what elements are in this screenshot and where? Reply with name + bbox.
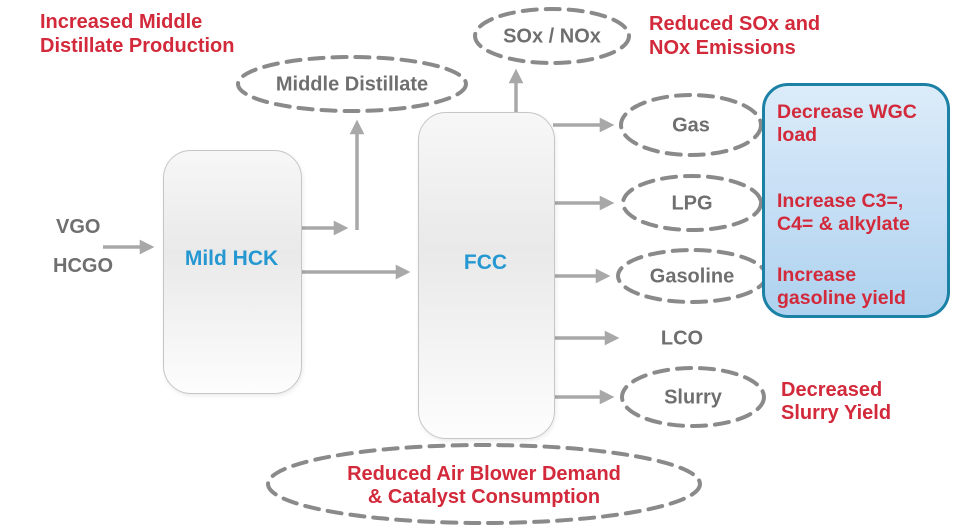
gas-ellipse — [619, 93, 763, 157]
benefit-line: gasoline yield — [777, 287, 906, 309]
fcc-label: FCC — [463, 251, 508, 274]
decreased-slurry-note: Decreased Slurry Yield — [781, 379, 891, 425]
gasoline-label: Gasoline — [649, 265, 735, 288]
increased-middle-distillate-note: Increased Middle Distillate Production — [40, 10, 234, 58]
reduced-sox-nox-note: Reduced SOx and NOx Emissions — [649, 12, 820, 60]
slurry-ellipse — [620, 366, 766, 428]
mild-hck-unit-box — [163, 150, 302, 394]
benefit-gasoline-yield: Increase gasoline yield — [777, 264, 949, 310]
reduced-air-blower-note: Reduced Air Blower Demand & Catalyst Con… — [347, 463, 621, 509]
middle-distillate-ellipse — [236, 55, 468, 113]
slurry-label: Slurry — [664, 386, 722, 409]
note-line: Distillate Production — [40, 35, 235, 57]
benefit-wgc: Decrease WGC load — [777, 101, 949, 147]
middle-distillate-label: Middle Distillate — [275, 73, 429, 96]
note-line: NOx Emissions — [649, 37, 796, 59]
benefits-panel: Decrease WGC load Increase C3=, C4= & al… — [762, 83, 950, 318]
vgo-feed-label: VGO — [56, 216, 101, 238]
note-line: Slurry Yield — [781, 402, 892, 424]
benefit-line: load — [777, 124, 818, 146]
lpg-label: LPG — [671, 192, 713, 215]
benefit-line: Increase — [777, 264, 857, 286]
sox-nox-label: SOx / NOx — [503, 25, 601, 48]
note-line: Increased Middle — [40, 11, 203, 33]
benefit-line: Decrease WGC — [777, 101, 917, 123]
gas-label: Gas — [672, 114, 710, 137]
mild-hck-label: Mild HCK — [184, 247, 279, 270]
air-blower-ellipse — [266, 443, 702, 525]
note-line: Reduced Air Blower Demand — [347, 463, 621, 485]
lpg-ellipse — [621, 174, 763, 232]
note-line: Decreased — [781, 379, 883, 401]
benefit-line: Increase C3=, — [777, 190, 904, 212]
sox-nox-ellipse — [473, 7, 631, 65]
hcgo-feed-label: HCGO — [53, 255, 113, 277]
benefit-line: C4= & alkylate — [777, 213, 910, 235]
lco-label: LCO — [660, 327, 704, 350]
note-line: Reduced SOx and — [649, 13, 821, 35]
benefit-c3-c4: Increase C3=, C4= & alkylate — [777, 190, 949, 236]
note-line: & Catalyst Consumption — [367, 486, 601, 508]
fcc-unit-box — [418, 112, 555, 439]
